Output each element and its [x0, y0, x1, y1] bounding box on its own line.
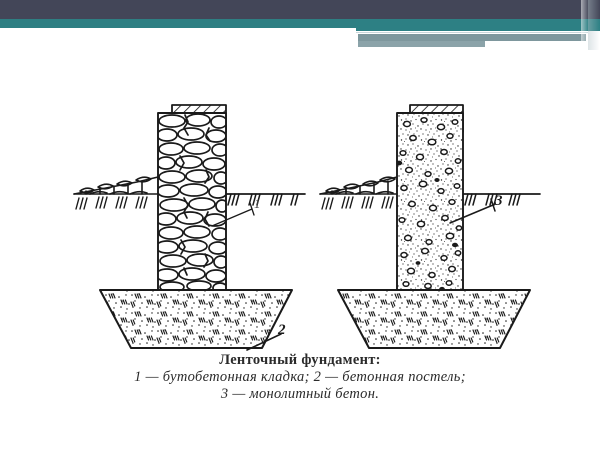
- callout-label-1: 1: [254, 196, 261, 211]
- concrete-bed-pad-right: [337, 289, 531, 349]
- concrete-bed-pad-left: [99, 289, 293, 349]
- caption-legend-line-2: 3 — монолитный бетон.: [220, 386, 380, 402]
- blind-area-left: [73, 176, 159, 210]
- header-bar-white-gap: [0, 28, 600, 31]
- slide-header: [0, 0, 600, 55]
- callout-1-leader: [211, 202, 255, 227]
- header-bar-steel-short: [358, 41, 485, 47]
- header-hairline: [356, 32, 588, 33]
- right-foundation-diagram: 3: [319, 104, 541, 349]
- callout-3-leader: [449, 198, 496, 224]
- foundation-diagram-svg: 1 2: [73, 104, 541, 351]
- rubble-masonry-wall-left: [157, 112, 227, 291]
- header-bar-dark: [0, 0, 600, 19]
- monolithic-concrete-wall-right: [396, 112, 464, 291]
- callout-label-2: 2: [277, 322, 286, 338]
- header-edge-strip: [581, 0, 588, 50]
- header-bar-teal: [0, 19, 600, 28]
- left-foundation-diagram: 1 2: [73, 104, 306, 351]
- ground-hatch-right-left: [227, 193, 299, 206]
- ground-hatch-right-right: [464, 193, 521, 206]
- callout-2-leader: [246, 333, 282, 351]
- caption-title: Ленточный фундамент:: [219, 352, 381, 368]
- figure-caption: Ленточный фундамент: 1 — бутобетонная кл…: [0, 352, 600, 403]
- header-bar-steel: [358, 34, 586, 41]
- header-right-fade: [588, 0, 600, 50]
- figure-container: 1 2: [0, 58, 600, 358]
- callout-label-3: 3: [494, 193, 503, 209]
- header-bar-teal-right: [356, 19, 600, 31]
- blind-area-right: [319, 176, 398, 210]
- caption-legend-line-1: 1 — бутобетонная кладка; 2 — бетонная по…: [134, 369, 466, 385]
